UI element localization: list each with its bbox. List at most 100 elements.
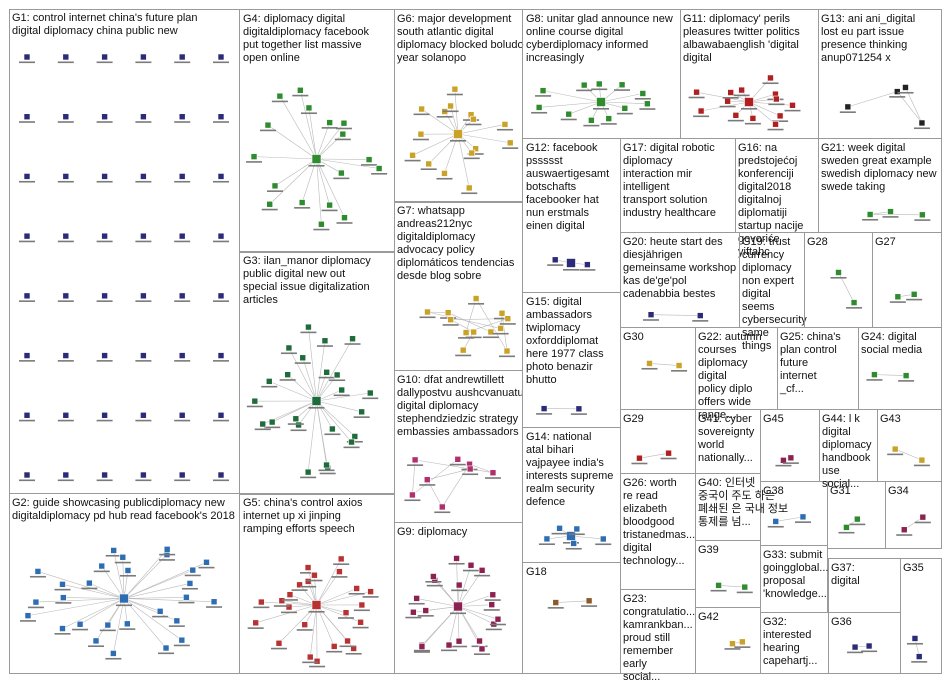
graph-node[interactable] [23, 292, 31, 300]
graph-node[interactable] [741, 583, 749, 591]
graph-node[interactable] [835, 269, 842, 276]
graph-node[interactable] [409, 152, 416, 159]
graph-node[interactable] [189, 566, 197, 574]
graph-node[interactable] [418, 643, 426, 651]
graph-node[interactable] [24, 612, 32, 619]
graph-node[interactable] [104, 621, 112, 629]
graph-node[interactable] [565, 110, 573, 118]
graph-node[interactable] [119, 553, 127, 561]
graph-node[interactable] [62, 352, 70, 359]
graph-node[interactable] [738, 86, 745, 94]
graph-node[interactable] [444, 309, 452, 317]
graph-node[interactable] [851, 643, 859, 651]
graph-node[interactable] [918, 456, 926, 464]
graph-node[interactable] [595, 80, 603, 88]
graph-node[interactable] [647, 311, 655, 318]
graph-node[interactable] [850, 299, 858, 306]
graph-node[interactable] [453, 555, 460, 562]
graph-node[interactable] [543, 535, 551, 543]
graph-node[interactable] [715, 582, 722, 589]
graph-node[interactable] [488, 601, 496, 608]
graph-node[interactable] [292, 415, 300, 423]
graph-node[interactable] [140, 113, 147, 121]
graph-node[interactable] [349, 335, 356, 343]
graph-node[interactable] [23, 411, 31, 419]
graph-node[interactable] [330, 643, 338, 650]
graph-node[interactable] [497, 325, 504, 332]
graph-node[interactable] [375, 165, 383, 172]
graph-node[interactable] [101, 113, 108, 121]
graph-node[interactable] [59, 625, 66, 632]
graph-node[interactable] [34, 568, 42, 575]
graph-node[interactable] [466, 465, 474, 473]
graph-node[interactable] [455, 637, 463, 645]
graph-node[interactable] [749, 115, 757, 122]
graph-node[interactable] [323, 461, 330, 469]
graph-node[interactable] [900, 526, 908, 534]
graph-node[interactable] [313, 657, 321, 665]
graph-node[interactable] [348, 438, 355, 446]
graph-node[interactable] [468, 149, 476, 157]
graph-node[interactable] [472, 295, 480, 302]
graph-node[interactable] [101, 173, 108, 180]
graph-node[interactable] [540, 405, 548, 412]
graph-node[interactable] [665, 449, 672, 457]
graph-node[interactable] [411, 456, 419, 464]
graph-node[interactable] [252, 619, 259, 627]
graph-node[interactable] [732, 112, 740, 119]
graph-node[interactable] [337, 555, 345, 563]
graph-node[interactable] [675, 362, 683, 369]
graph-node[interactable] [23, 471, 31, 479]
graph-node[interactable] [772, 120, 779, 128]
graph-node[interactable] [251, 397, 259, 405]
graph-node[interactable] [584, 261, 591, 268]
graph-node[interactable] [844, 103, 852, 111]
graph-node[interactable] [62, 53, 70, 61]
graph-node[interactable] [919, 211, 926, 219]
graph-node[interactable] [306, 653, 314, 661]
graph-node[interactable] [423, 476, 431, 483]
graph-node[interactable] [618, 81, 626, 89]
graph-node[interactable] [311, 571, 318, 579]
graph-node[interactable] [854, 515, 861, 523]
graph-node[interactable] [62, 232, 70, 240]
graph-node[interactable] [918, 119, 926, 127]
graph-node[interactable] [478, 645, 486, 653]
graph-node[interactable] [409, 491, 416, 499]
graph-node[interactable] [724, 97, 731, 105]
graph-node[interactable] [646, 360, 653, 367]
graph-node[interactable] [178, 232, 186, 240]
graph-node[interactable] [447, 316, 454, 323]
graph-node[interactable] [341, 214, 348, 221]
graph-node[interactable] [470, 328, 477, 336]
graph-node[interactable] [62, 292, 70, 300]
graph-node[interactable] [59, 581, 66, 588]
graph-node[interactable] [342, 609, 350, 616]
graph-node[interactable] [866, 211, 874, 218]
graph-node[interactable] [357, 618, 364, 626]
graph-node[interactable] [494, 615, 502, 623]
graph-node[interactable] [697, 107, 705, 115]
graph-node[interactable] [773, 95, 780, 103]
graph-node[interactable] [101, 53, 108, 61]
graph-node[interactable] [887, 208, 894, 215]
graph-node[interactable] [915, 653, 923, 660]
graph-node[interactable] [535, 104, 543, 111]
graph-node[interactable] [575, 405, 583, 413]
graph-node[interactable] [311, 600, 322, 610]
graph-node[interactable] [285, 603, 293, 611]
graph-node[interactable] [304, 564, 312, 571]
graph-node[interactable] [124, 620, 131, 628]
graph-node[interactable] [92, 637, 100, 645]
graph-node[interactable] [304, 468, 312, 476]
graph-node[interactable] [478, 567, 486, 574]
graph-node[interactable] [413, 595, 420, 602]
graph-node[interactable] [729, 640, 736, 647]
graph-node[interactable] [101, 411, 108, 419]
graph-node[interactable] [599, 535, 607, 543]
graph-node[interactable] [453, 601, 463, 612]
graph-node[interactable] [110, 547, 117, 554]
graph-node[interactable] [173, 617, 181, 625]
graph-node[interactable] [295, 421, 302, 429]
graph-node[interactable] [304, 578, 312, 585]
